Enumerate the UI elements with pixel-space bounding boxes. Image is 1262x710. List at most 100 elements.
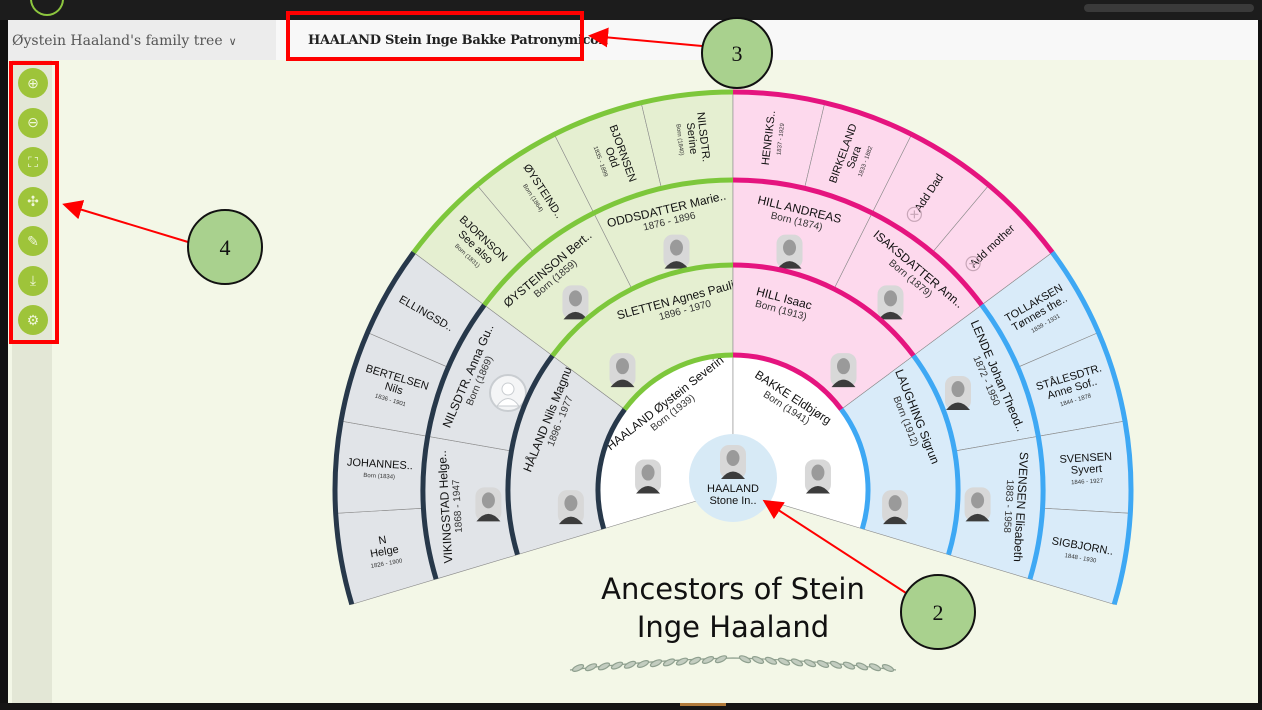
person-photo[interactable] — [635, 459, 662, 494]
person-segment-gen3[interactable]: ISAKSDATTER Ann..Born (1879) — [833, 212, 983, 357]
vine-leaf — [623, 660, 637, 669]
gg-grandparent-label: NILSDTR.SerineBorn (1840) — [673, 111, 712, 165]
gg-grandparent-dates: Born (1840) — [674, 124, 684, 156]
ring-border-pink — [732, 262, 916, 358]
gg-grandparent-name: NILSDTR. — [694, 111, 712, 162]
paint-button[interactable]: ✎ — [18, 226, 48, 256]
photo-face — [836, 358, 850, 375]
gg-grandparent-name: Serine — [684, 122, 700, 155]
person-segment-gen3[interactable]: ODDSDATTER Marie..1876 - 1896 — [593, 179, 734, 290]
gg-grandparent-dates: 1846 - 1927 — [1071, 478, 1104, 486]
person-photo[interactable] — [776, 234, 803, 269]
bottom-bar — [0, 703, 1262, 710]
fit-screen-icon: ⛶ — [28, 153, 38, 170]
ring-border-green — [411, 89, 734, 254]
person-photo[interactable] — [882, 490, 909, 525]
bottom-bar-indicator — [680, 703, 726, 706]
great-grandparent-label: SVENSEN Elisabeth1883 - 1958 — [999, 451, 1031, 562]
photo-face — [888, 495, 902, 512]
vine-leaf — [571, 663, 585, 673]
person-segment-gen3[interactable]: SVENSEN Elisabeth1883 - 1958 — [948, 435, 1044, 580]
gg-grandparent-name: Helge — [369, 544, 399, 561]
person-photo[interactable] — [830, 353, 857, 388]
gg-grandparent-label: SVENSENSyvert1846 - 1927 — [1059, 451, 1113, 487]
photo-body — [476, 513, 501, 522]
gg-grandparent-dates: 1826 - 1900 — [370, 558, 403, 570]
person-segment-gen4[interactable]: NHelge1826 - 1900 — [335, 507, 437, 605]
gg-grandparent-name: Nils — [383, 381, 404, 398]
collapse-button[interactable]: ✣ — [18, 186, 48, 217]
vine-leaf — [636, 659, 650, 669]
person-segment-gen4[interactable]: Add mother — [931, 184, 1053, 306]
photo-face — [564, 495, 578, 512]
gg-grandparent-name: SVENSEN — [1059, 451, 1112, 466]
fit-screen-button[interactable]: ⛶ — [18, 147, 48, 177]
photo-face — [783, 239, 797, 256]
photo-face — [884, 290, 898, 307]
person-photo[interactable] — [562, 285, 589, 320]
person-photo[interactable] — [877, 285, 904, 320]
plus-circle — [965, 256, 981, 272]
person-photo[interactable] — [720, 445, 746, 479]
great-grandparent-name: VIKINGSTAD Helge.. — [435, 450, 456, 564]
person-segment-gen2[interactable]: HÅLAND Nils Magnus1896 - 1977 — [507, 355, 626, 556]
ring-border-grey — [505, 354, 555, 556]
vine-leaf — [842, 661, 856, 670]
person-segment-gen2[interactable]: HILL IsaacBorn (1913) — [732, 264, 914, 410]
settings-button[interactable]: ⚙ — [18, 305, 48, 335]
photo-body — [777, 261, 802, 269]
avatar-placeholder[interactable] — [489, 374, 528, 413]
ring-border-grey — [595, 407, 627, 530]
person-photo[interactable] — [964, 487, 991, 522]
vine-leaf — [649, 659, 663, 668]
tree-selector-dropdown[interactable]: Øystein Haaland's family tree∨ — [12, 20, 237, 60]
person-photo[interactable] — [663, 234, 690, 269]
person-segment-gen4[interactable]: SIGBJORN..1848 - 1930 — [1029, 507, 1131, 605]
download-button[interactable]: ⤓ — [18, 265, 48, 296]
vine-leaf — [584, 663, 598, 672]
person-photo[interactable] — [944, 376, 971, 411]
download-icon: ⤓ — [29, 272, 37, 288]
person-segment-gen3[interactable]: HILL ANDREASBorn (1874) — [732, 179, 873, 290]
add-person-plus-icon[interactable] — [906, 206, 922, 222]
photo-body — [558, 516, 583, 525]
person-segment-gen2[interactable]: SLETTEN Agnes Pauline1896 - 1970 — [552, 264, 751, 410]
person-segment-gen4[interactable]: HENRIKS..1837 - 1929 — [732, 91, 826, 189]
vine-leaf — [803, 659, 817, 668]
annotation-badge-3: 3 — [701, 17, 773, 89]
ring-border-blue — [839, 407, 871, 530]
person-photo[interactable] — [557, 490, 584, 525]
person-segment-gen3[interactable]: NILSDTR. Anna Gu..Born (1869) — [427, 304, 553, 452]
ring-border-pink — [732, 177, 984, 307]
settings-icon: ⚙ — [26, 311, 40, 328]
chart-title-line-2: Inge Haaland — [636, 610, 830, 644]
zoom-out-button[interactable]: ⊖ — [18, 107, 48, 138]
person-segment-gen4[interactable]: NILSDTR.SerineBorn (1840) — [640, 91, 734, 189]
person-segment-gen3[interactable]: VIKINGSTAD Helge..1868 - 1947 — [422, 435, 518, 580]
photo-body — [721, 471, 745, 479]
annotation-arrow-4 — [62, 200, 189, 243]
root-name: HAALAND — [707, 483, 759, 495]
paint-icon: ✎ — [27, 232, 39, 249]
add-person-plus-icon[interactable] — [965, 256, 981, 272]
person-segment-gen4[interactable]: BIRKELANDSara1833 - 1882 — [804, 102, 913, 214]
zoom-in-button[interactable]: ⊕ — [18, 68, 48, 98]
vine-leaf — [881, 663, 895, 673]
ring-border-grey — [332, 250, 416, 606]
chart-title-line-1: Ancestors of Stein — [601, 572, 865, 606]
vine-leaf — [610, 661, 624, 670]
photo-face — [669, 239, 683, 256]
person-segment-gen2[interactable]: LAUGHING SigrunBorn (1912) — [840, 355, 959, 556]
person-segment-gen4[interactable]: STÅLESDTR.Anne Sof..1844 - 1878 — [1017, 332, 1126, 437]
person-photo[interactable] — [475, 487, 502, 522]
photo-body — [664, 261, 689, 269]
vine-leaf — [816, 659, 830, 669]
person-photo[interactable] — [804, 459, 831, 494]
plus-sign — [969, 259, 978, 268]
person-segment-gen4[interactable]: BERTELSENNils1836 - 1901 — [340, 332, 449, 437]
ring-border-blue — [979, 303, 1046, 580]
person-photo[interactable] — [609, 353, 636, 388]
top-search-bar[interactable] — [1084, 4, 1254, 12]
